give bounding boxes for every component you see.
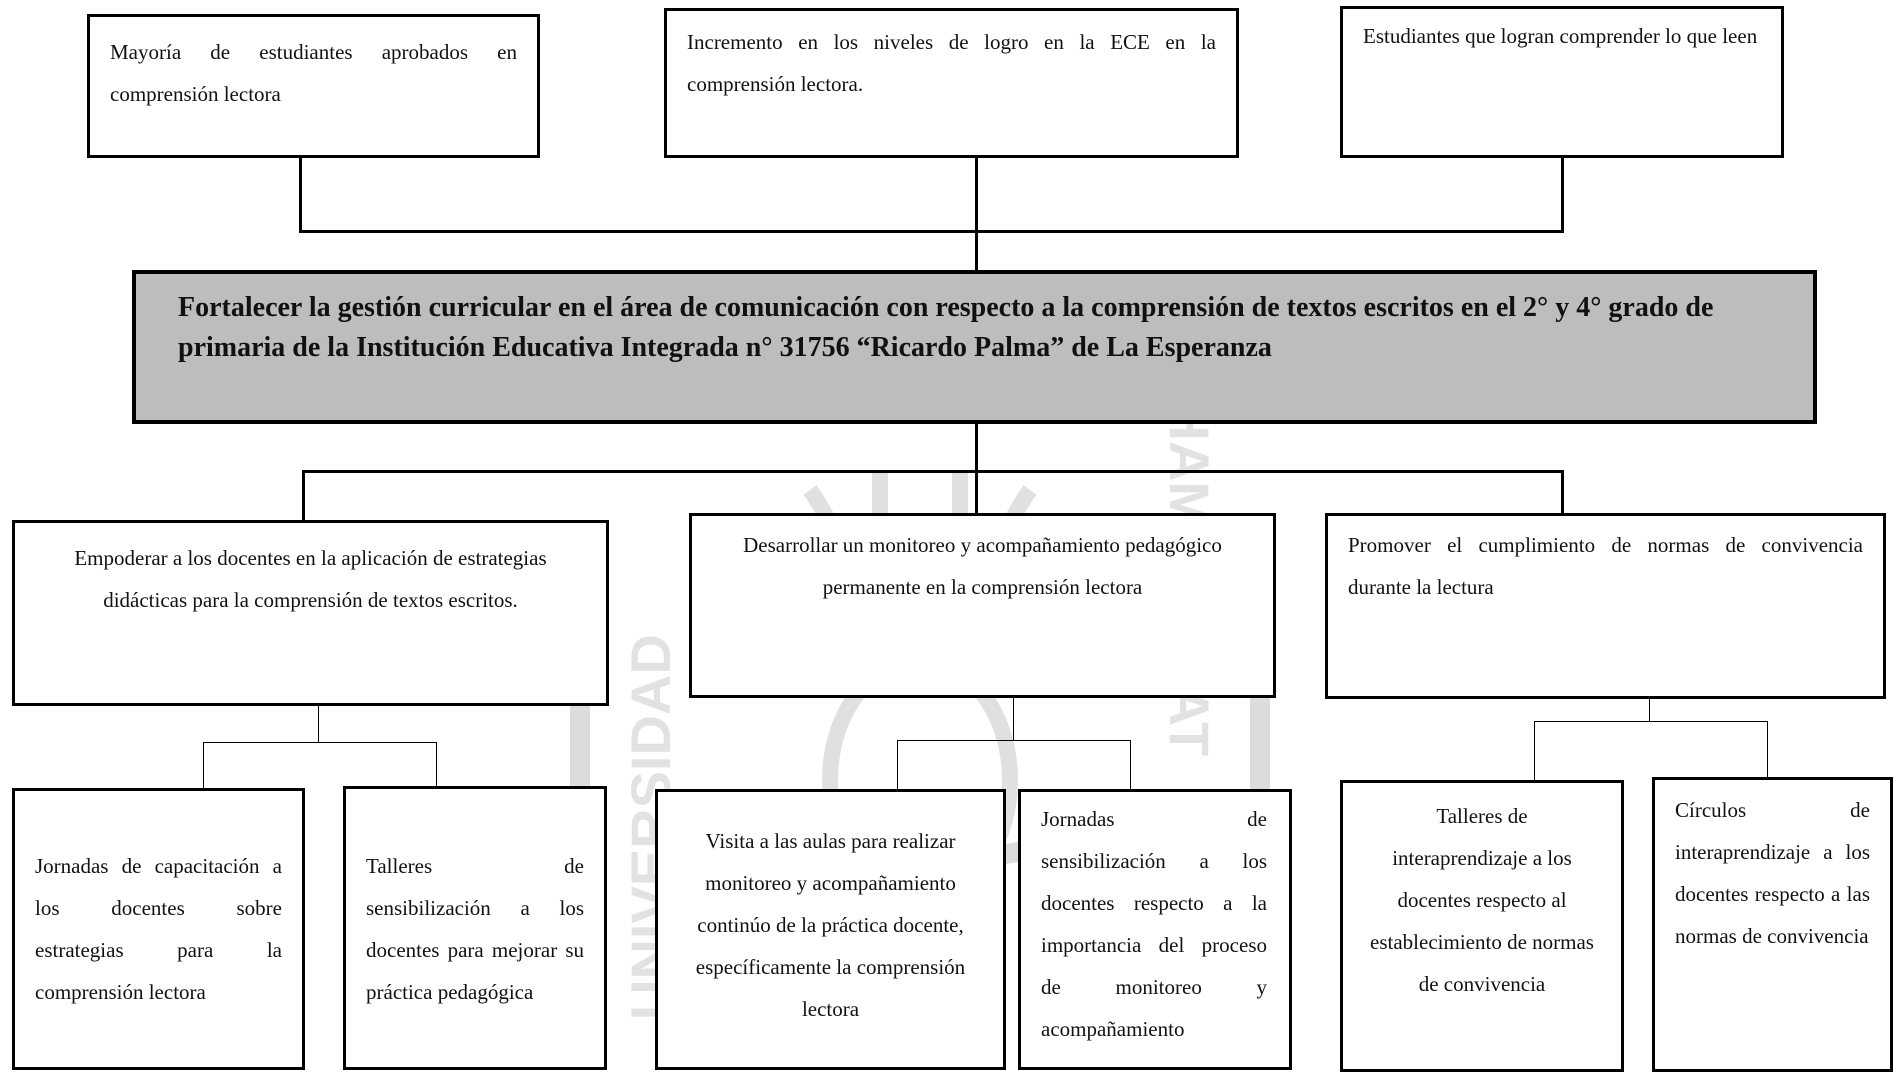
- strategy-text: Empoderar a los docentes en la aplicació…: [74, 546, 547, 612]
- connector: [1534, 721, 1768, 722]
- connector: [318, 704, 319, 742]
- connector: [975, 422, 978, 514]
- connector: [1561, 156, 1564, 231]
- effect-box: Incremento en los niveles de logro en la…: [664, 8, 1239, 158]
- objective-text: Fortalecer la gestión curricular en el á…: [178, 292, 1714, 363]
- action-text: Talleres de sensibilización a los docent…: [366, 854, 584, 1004]
- effect-text: Mayoría de estudiantes aprobados en comp…: [110, 40, 517, 106]
- objective-box: Fortalecer la gestión curricular en el á…: [132, 270, 1817, 424]
- connector: [1561, 470, 1564, 515]
- action-text: Jornadas de sensibilización a los docent…: [1041, 807, 1267, 1041]
- strategy-box: Desarrollar un monitoreo y acompañamient…: [689, 513, 1276, 698]
- connector: [1013, 696, 1014, 740]
- action-box: Visita a las aulas para realizar monitor…: [655, 789, 1006, 1070]
- strategy-box: Empoderar a los docentes en la aplicació…: [12, 520, 609, 706]
- effect-text: Estudiantes que logran comprender lo que…: [1363, 24, 1758, 48]
- connector: [299, 156, 302, 231]
- action-text: Círculos de interaprendizaje a los docen…: [1675, 798, 1870, 948]
- connector: [299, 230, 1564, 233]
- connector: [897, 740, 898, 790]
- effect-box: Estudiantes que logran comprender lo que…: [1340, 6, 1784, 158]
- action-box: Talleres de interaprendizaje a los docen…: [1340, 780, 1624, 1072]
- action-text: Jornadas de capacitación a los docentes …: [35, 854, 282, 1004]
- connector: [302, 470, 1564, 473]
- strategy-text: Desarrollar un monitoreo y acompañamient…: [743, 533, 1222, 599]
- effect-text: Incremento en los niveles de logro en la…: [687, 30, 1216, 96]
- strategy-text: Promover el cumplimiento de normas de co…: [1348, 533, 1863, 599]
- action-text: Visita a las aulas para realizar monitor…: [695, 829, 966, 1021]
- action-box: Círculos de interaprendizaje a los docen…: [1652, 777, 1893, 1072]
- action-box: Jornadas de sensibilización a los docent…: [1018, 789, 1292, 1070]
- connector: [975, 156, 978, 273]
- effect-box: Mayoría de estudiantes aprobados en comp…: [87, 14, 540, 158]
- action-box: Jornadas de capacitación a los docentes …: [12, 788, 305, 1070]
- connector: [203, 742, 437, 743]
- action-text: Talleres de interaprendizaje a los docen…: [1370, 804, 1594, 996]
- connector: [897, 740, 1131, 741]
- connector: [1130, 740, 1131, 790]
- connector: [203, 742, 204, 789]
- strategy-box: Promover el cumplimiento de normas de co…: [1325, 513, 1886, 699]
- connector: [302, 470, 305, 522]
- connector: [1534, 721, 1535, 781]
- connector: [1649, 697, 1650, 721]
- connector: [436, 742, 437, 789]
- connector: [1767, 721, 1768, 779]
- action-box: Talleres de sensibilización a los docent…: [343, 786, 607, 1070]
